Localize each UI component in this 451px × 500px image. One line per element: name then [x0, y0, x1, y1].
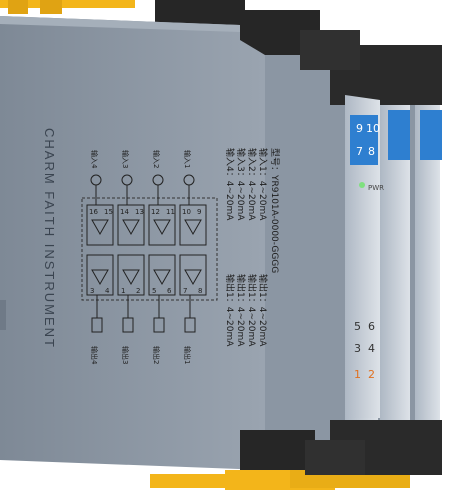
- input-terminal-2: 输入2: [152, 150, 161, 168]
- pin-16: 16: [89, 208, 98, 216]
- num-9: 9: [356, 122, 363, 135]
- num-2: 2: [368, 368, 375, 381]
- num-5: 5: [354, 320, 361, 333]
- pin-11: 11: [166, 208, 175, 216]
- pin-8: 8: [198, 287, 202, 295]
- wiring-diagram: [81, 174, 218, 333]
- pin-4: 4: [105, 287, 110, 295]
- pin-3: 3: [90, 287, 94, 295]
- pin-10: 10: [182, 208, 191, 216]
- input-terminal-4: 输入4: [90, 150, 99, 169]
- input-3-spec: 输入3：4~20mA: [235, 148, 247, 221]
- output-terminal-4: 输出4: [90, 346, 99, 365]
- output-terminal-1: 输出1: [183, 346, 192, 364]
- terminal-labels: 输入4 输入3 输入2 输入1 输出4 输出3 输出2 输出1: [90, 150, 192, 365]
- pwr-label: PWR: [368, 184, 384, 192]
- pin-5: 5: [152, 287, 156, 295]
- pin-numbers: 16 15 14 13 12 11 10 9 3 4 1 2 5 6 7 8: [89, 208, 202, 295]
- input-4-spec: 输入4：4~20mA: [224, 148, 236, 221]
- input-terminal-3: 输入3: [121, 150, 130, 168]
- pin-9: 9: [197, 208, 201, 216]
- output-1-spec: 输出1：4~20mA: [257, 274, 269, 347]
- pin-7: 7: [183, 287, 187, 295]
- num-8: 8: [368, 145, 375, 158]
- output-4-spec: 输出1：4~20mA: [224, 274, 236, 347]
- brand-text: CHARM FAITH INSTRUMENT: [42, 128, 57, 349]
- output-2-spec: 输出1：4~20mA: [246, 274, 258, 347]
- input-2-spec: 输入2：4~20mA: [246, 148, 258, 221]
- pin-6: 6: [167, 287, 172, 295]
- module-main: [0, 16, 265, 470]
- num-4: 4: [368, 342, 375, 355]
- bottom-terminals: [240, 430, 365, 475]
- pin-15: 15: [104, 208, 113, 216]
- pin-1: 1: [121, 287, 125, 295]
- pin-2: 2: [136, 287, 140, 295]
- num-7: 7: [356, 145, 363, 158]
- faceplate-1: 9 10 7 8 PWR 5 6 3 4 1 2: [345, 95, 384, 418]
- input-terminal-1: 输入1: [183, 150, 192, 168]
- num-10: 10: [366, 122, 380, 135]
- pin-12: 12: [151, 208, 160, 216]
- output-terminal-2: 输出2: [152, 346, 161, 364]
- num-6: 6: [368, 320, 375, 333]
- pin-14: 14: [120, 208, 129, 216]
- input-1-spec: 输入1：4~20mA: [257, 148, 269, 221]
- pin-13: 13: [135, 208, 144, 216]
- output-3-spec: 输出1：4~20mA: [235, 274, 247, 347]
- num-1: 1: [354, 368, 361, 381]
- model-label: 型号：YR9101A-0000-GGGG: [269, 148, 280, 273]
- num-3: 3: [354, 342, 361, 355]
- output-terminal-3: 输出3: [121, 346, 130, 364]
- spec-text: 型号：YR9101A-0000-GGGG 输入1：4~20mA 输入2：4~20…: [224, 148, 280, 347]
